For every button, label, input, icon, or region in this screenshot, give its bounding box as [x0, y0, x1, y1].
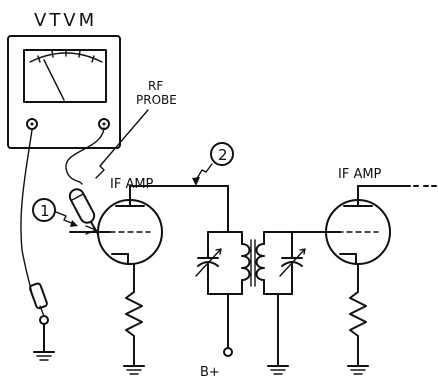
- meter-label: VTVM: [34, 10, 97, 31]
- meter-needle: [43, 59, 65, 101]
- ground-lead: [20, 129, 33, 295]
- resistor-right: [349, 291, 367, 337]
- ground-symbol-right: [347, 365, 369, 375]
- marker-2: [210, 142, 234, 166]
- probe-pointer: [95, 109, 149, 179]
- ground-symbol-middle: [267, 365, 289, 375]
- probe-cable: [65, 127, 105, 185]
- secondary-tank: [255, 231, 306, 367]
- secondary-coil: [255, 243, 265, 281]
- terminal-left: [26, 118, 38, 130]
- clip: [29, 282, 48, 310]
- primary-coil: [241, 243, 251, 281]
- supply-label: B+: [200, 365, 220, 380]
- primary-tank: [195, 231, 251, 349]
- vacuum-tube-right: [325, 199, 391, 283]
- ground-symbol-left: [123, 365, 145, 375]
- marker-1-label: 1: [40, 202, 50, 220]
- marker-2-label: 2: [218, 146, 228, 164]
- rf-probe: [68, 188, 96, 224]
- amp-right-label: IF AMP: [338, 167, 382, 182]
- resistor-left: [125, 291, 143, 337]
- amp-left-label: IF AMP: [110, 177, 154, 192]
- probe-label-1: RF: [148, 79, 163, 93]
- clip-terminal: [39, 315, 49, 325]
- probe-label-2: PROBE: [136, 93, 177, 107]
- marker-1: [32, 198, 56, 222]
- ground-symbol-meter: [33, 351, 55, 361]
- arrow-into-grid: [85, 225, 97, 235]
- b-plus-terminal: [223, 347, 233, 357]
- vacuum-tube-left: [97, 199, 163, 283]
